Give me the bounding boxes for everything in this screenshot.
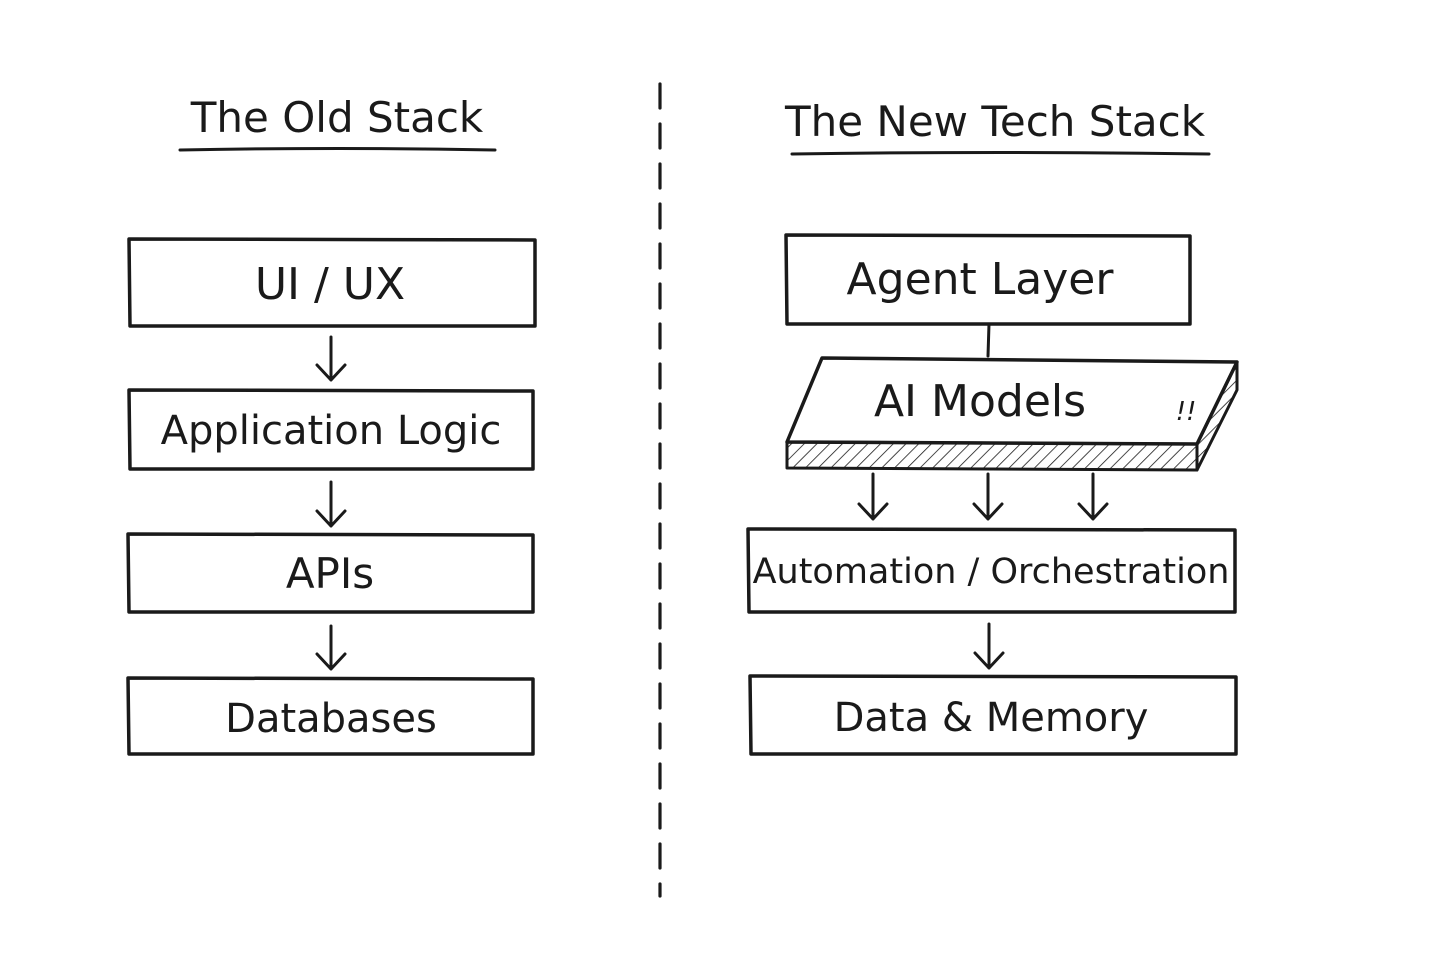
old-stack-layer-application-logic: Application Logic <box>127 388 535 471</box>
arrow-down-icon <box>972 472 1004 521</box>
new-stack-automation-orchestration: Automation / Orchestration <box>746 527 1237 614</box>
new-stack-title-underline <box>790 151 1211 156</box>
agent-to-models-connector <box>986 322 991 358</box>
new-stack-agent-layer: Agent Layer <box>784 233 1192 326</box>
agent-layer-label: Agent Layer <box>847 254 1115 305</box>
old-stack-layer-label: Application Logic <box>161 408 502 454</box>
old-stack-layer-label: UI / UX <box>255 259 405 310</box>
ai-models-label: AI Models <box>874 376 1086 427</box>
arrow-down-icon <box>315 335 347 382</box>
old-stack-layer-apis: APIs <box>126 532 535 614</box>
new-stack-title: The New Tech Stack <box>784 97 1206 146</box>
new-stack-ai-models-slab: AI Models !! <box>785 356 1239 472</box>
old-stack-layer-databases: Databases <box>126 676 535 756</box>
ai-models-exclamation-mark: !! <box>1176 397 1197 427</box>
new-stack-column: The New Tech Stack Agent Layer AI Models… <box>746 97 1239 756</box>
arrow-down-icon <box>315 624 347 671</box>
new-stack-data-memory: Data & Memory <box>748 674 1238 756</box>
arrow-down-icon <box>315 480 347 528</box>
arrow-down-icon <box>857 472 889 521</box>
arrow-down-icon <box>1077 472 1109 521</box>
data-memory-label: Data & Memory <box>834 695 1149 741</box>
old-stack-column: The Old Stack UI / UX Application Logic … <box>126 93 537 756</box>
old-stack-layer-label: Databases <box>225 696 437 742</box>
old-stack-title: The Old Stack <box>190 93 484 142</box>
automation-label: Automation / Orchestration <box>753 552 1230 592</box>
old-stack-layer-ui-ux: UI / UX <box>127 237 537 328</box>
old-stack-layer-label: APIs <box>286 549 374 598</box>
arrow-down-icon <box>973 622 1005 670</box>
old-stack-title-underline <box>178 147 497 152</box>
